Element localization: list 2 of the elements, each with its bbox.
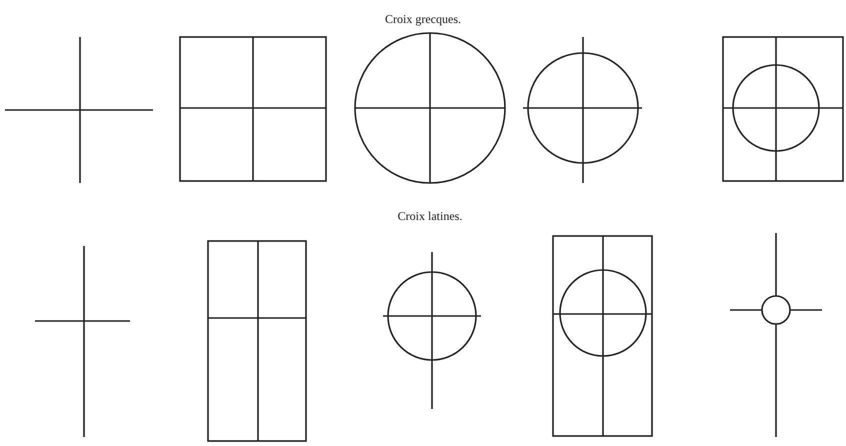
row-heading: Croix latines. xyxy=(398,209,462,224)
row-heading: Croix grecques. xyxy=(385,12,461,27)
